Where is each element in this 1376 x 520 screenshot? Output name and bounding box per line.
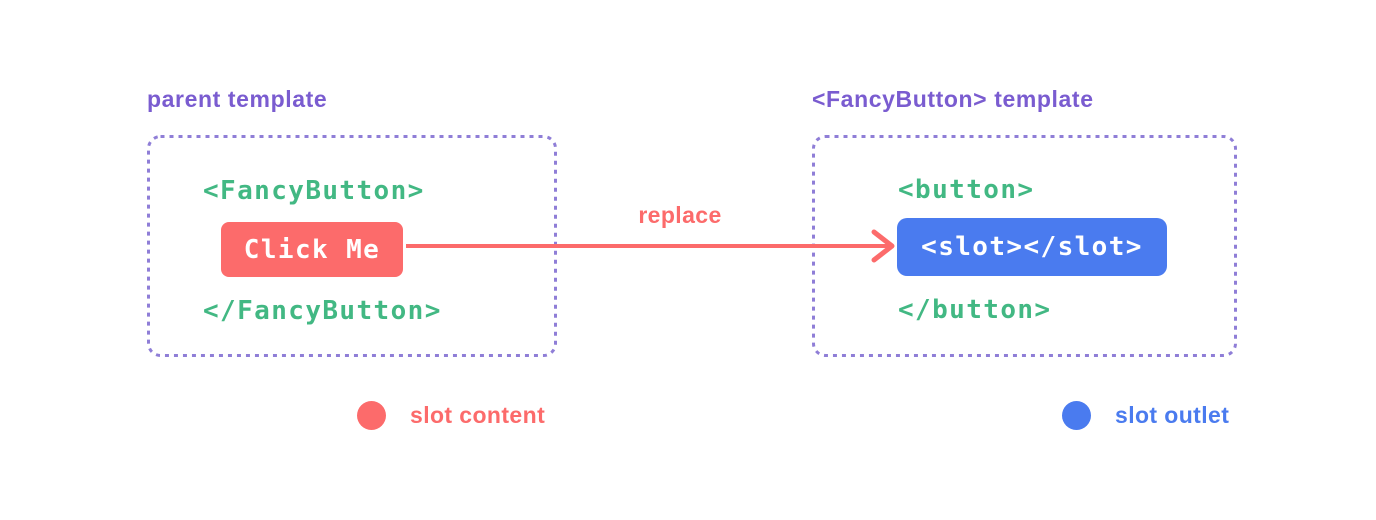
legend-slot-outlet-label: slot outlet (1115, 401, 1230, 428)
fancybutton-open-tag: <FancyButton> (203, 176, 425, 206)
fancybutton-close-tag: </FancyButton> (203, 296, 442, 326)
button-open-tag: <button> (898, 175, 1035, 205)
slot-content-chip: Click Me (221, 222, 403, 277)
blue-circle-icon (1062, 400, 1091, 430)
parent-template-box (147, 135, 557, 357)
fancybutton-template-title: <FancyButton> template (812, 86, 1094, 112)
legend-slot-content-label: slot content (410, 401, 546, 428)
legend-slot-outlet: slot outlet (1062, 400, 1229, 430)
dashed-border (147, 135, 557, 357)
button-close-tag: </button> (898, 295, 1052, 325)
parent-template-title: parent template (147, 86, 328, 112)
red-circle-icon (357, 400, 386, 430)
slot-outlet-chip: <slot></slot> (897, 218, 1167, 276)
replace-label: replace (638, 202, 722, 228)
legend-slot-content: slot content (357, 400, 545, 430)
replace-arrow-icon (406, 229, 895, 263)
